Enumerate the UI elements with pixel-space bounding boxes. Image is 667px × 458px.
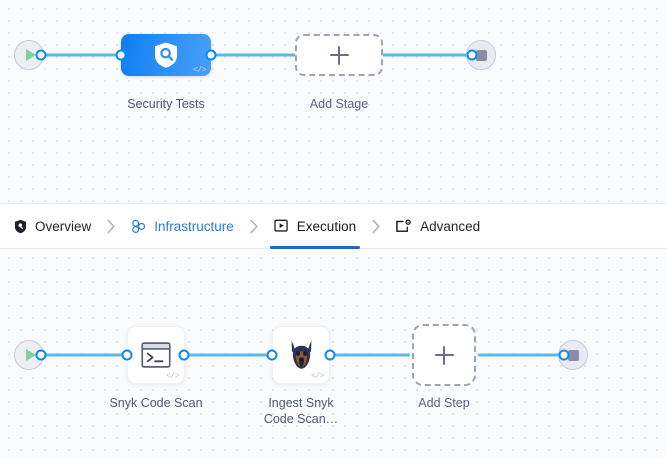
- tab-infrastructure[interactable]: Infrastructure: [129, 204, 236, 249]
- play-icon: [25, 349, 36, 361]
- edge-start-to-step1: [36, 353, 128, 357]
- step-label-ingest-snyk-code-scan: Ingest Snyk Code Scan…: [263, 396, 339, 426]
- play-icon: [25, 49, 36, 61]
- tab-execution[interactable]: Execution: [269, 204, 361, 249]
- stage-config-tabs: Overview Infrastructure: [0, 203, 667, 249]
- terminal-icon: [141, 342, 171, 368]
- snyk-dog-icon: [291, 340, 311, 369]
- connector-dot-step1-in[interactable]: [121, 349, 133, 361]
- tab-overview-label: Overview: [35, 218, 92, 234]
- connector-dot-start-out[interactable]: [35, 349, 47, 361]
- connector-dot-step2-in[interactable]: [266, 349, 278, 361]
- stage-canvas[interactable]: </> Security Tests Add Stage: [0, 0, 667, 203]
- stage-node-security-tests[interactable]: </>: [121, 34, 211, 76]
- connector-dot-stage-in[interactable]: [115, 49, 127, 61]
- tab-infrastructure-label: Infrastructure: [154, 218, 234, 234]
- connector-dot-step1-out[interactable]: [178, 349, 190, 361]
- tab-execution-label: Execution: [296, 218, 357, 234]
- edge-start-to-stage: [36, 53, 126, 57]
- stage-label-security-tests: Security Tests: [127, 97, 205, 111]
- shield-icon: [14, 219, 27, 234]
- step-canvas[interactable]: </> Snyk Code Scan </> Ingest Snyk Code …: [0, 249, 667, 458]
- step-node-snyk-code-scan[interactable]: </>: [127, 326, 185, 384]
- play-box-icon: [274, 219, 289, 233]
- add-stage-label: Add Stage: [309, 97, 369, 111]
- tab-advanced[interactable]: Advanced: [394, 204, 482, 249]
- shield-search-icon: [155, 42, 177, 68]
- tab-advanced-label: Advanced: [420, 218, 481, 234]
- cluster-icon: [131, 219, 146, 234]
- stop-icon: [475, 49, 487, 61]
- step-node-ingest-snyk-code-scan[interactable]: </>: [272, 326, 330, 384]
- plus-icon: [434, 345, 454, 365]
- add-stage-button[interactable]: [295, 34, 383, 76]
- edge-stage-to-add: [212, 53, 302, 57]
- connector-dot-end-in[interactable]: [558, 349, 570, 361]
- tab-separator-3: [358, 219, 394, 234]
- connector-dot-stage-out[interactable]: [205, 49, 217, 61]
- connector-dot-end-in[interactable]: [466, 49, 478, 61]
- stop-icon: [567, 349, 579, 361]
- connector-dot-step2-out[interactable]: [324, 349, 336, 361]
- plus-icon: [329, 45, 349, 65]
- tab-separator-2: [236, 219, 272, 234]
- tab-overview[interactable]: Overview: [12, 204, 93, 249]
- connector-dot-start-out[interactable]: [35, 49, 47, 61]
- add-step-button[interactable]: [412, 324, 476, 386]
- edge-step2-to-add: [330, 353, 410, 357]
- tab-separator-1: [93, 219, 129, 234]
- edge-step1-to-step2: [184, 353, 272, 357]
- code-badge: </>: [166, 372, 179, 381]
- box-gear-icon: [396, 218, 412, 234]
- step-label-snyk-code-scan: Snyk Code Scan: [109, 396, 203, 410]
- edge-add-to-end: [478, 353, 564, 357]
- code-badge: </>: [311, 372, 324, 381]
- edge-add-to-end: [377, 53, 472, 57]
- code-badge: </>: [193, 66, 206, 75]
- add-step-label: Add Step: [418, 396, 470, 410]
